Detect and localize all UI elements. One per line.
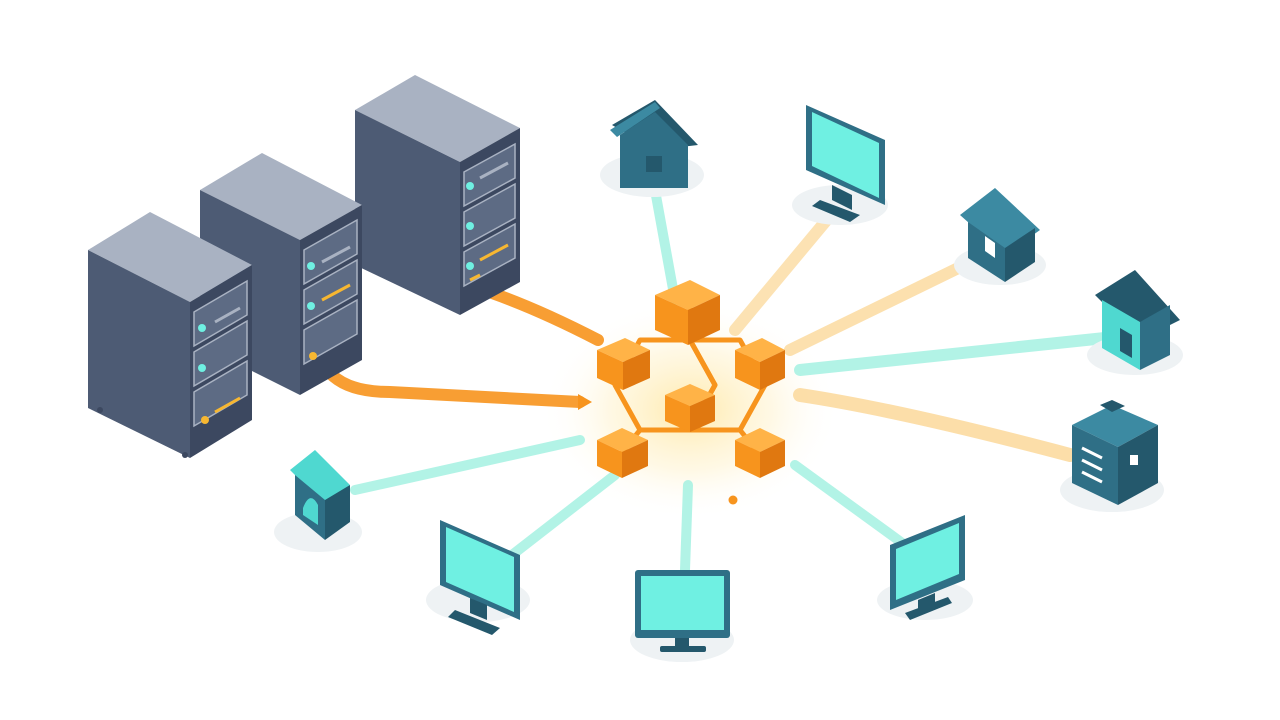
monitor-icon [440, 520, 520, 635]
flow-server-back [486, 287, 604, 346]
server-rack-icon [355, 75, 520, 162]
connection-house-left [350, 435, 585, 495]
connection-house-right-upper [784, 249, 991, 356]
server-flows [326, 287, 604, 410]
endpoint-house-right[interactable] [1095, 270, 1180, 370]
monitor-icon [890, 515, 965, 620]
connection-monitor-right [790, 460, 910, 550]
server-rack-icon [200, 153, 362, 240]
house-icon [960, 188, 1040, 282]
endpoint-house-right-upper[interactable] [960, 188, 1040, 282]
server-rack-back [355, 75, 520, 315]
data-packet-dot [728, 495, 738, 505]
connection-house-right [794, 332, 1111, 376]
house-icon [1095, 270, 1180, 370]
endpoint-monitor-bottom[interactable] [635, 570, 730, 652]
endpoint-house-top[interactable] [610, 100, 698, 188]
endpoint-monitor-left[interactable] [440, 520, 520, 635]
connection-house-top [650, 185, 680, 305]
server-rack-icon [88, 212, 252, 302]
flow-arrowhead [578, 394, 592, 410]
connection-monitor-top [729, 204, 841, 336]
endpoint-monitor-right[interactable] [890, 515, 965, 620]
storage-box-icon [1072, 400, 1158, 505]
server-rack-front [88, 212, 252, 458]
endpoint-house-left[interactable] [290, 450, 350, 540]
connection-monitor-bottom [680, 480, 693, 575]
endpoint-monitor-top[interactable] [806, 105, 885, 222]
connection-storage [793, 388, 1077, 462]
blockchain-hub-icon [597, 280, 785, 478]
flow-server-middle [326, 369, 586, 408]
house-icon [610, 100, 698, 188]
connection-monitor-left [507, 470, 620, 560]
endpoint-storage[interactable] [1072, 400, 1158, 505]
monitor-icon [806, 105, 885, 222]
connections [350, 185, 1111, 575]
monitor-icon [635, 570, 730, 652]
blockchain-hub [597, 280, 785, 478]
house-icon [290, 450, 350, 540]
